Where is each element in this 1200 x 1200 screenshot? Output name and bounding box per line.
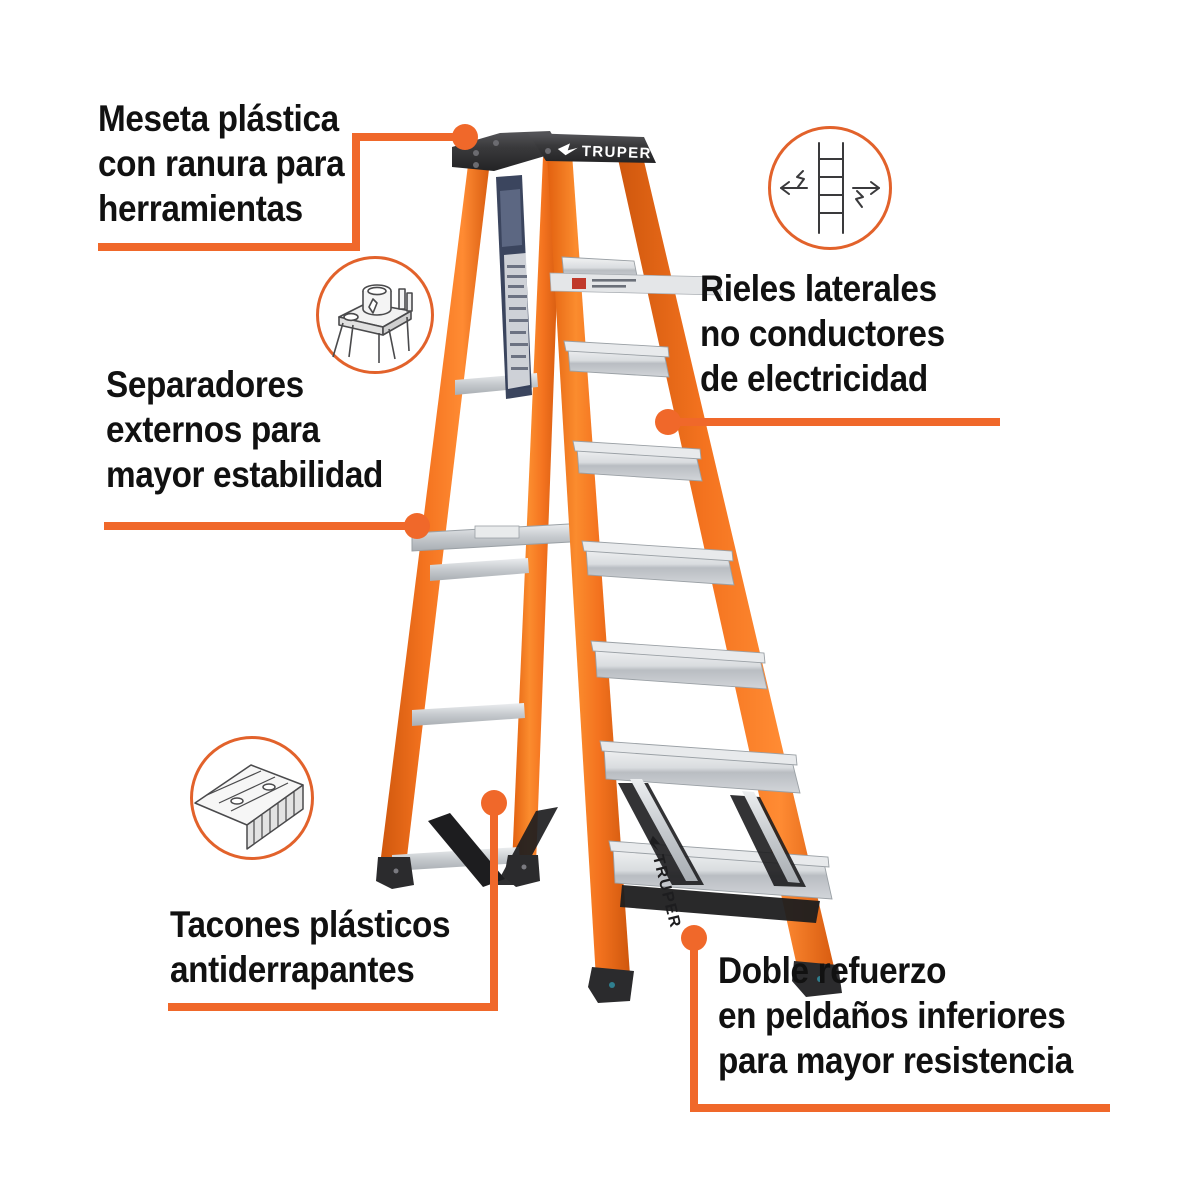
ladder-top-cap: TRUPER	[452, 131, 656, 171]
leader-dot-rieles	[655, 409, 681, 435]
leader-line-separadores-underline	[104, 522, 416, 530]
leader-line-tacones-riser	[490, 806, 498, 1007]
callout-separadores-text: Separadores externos para mayor estabili…	[106, 364, 384, 496]
ladder-back-rungs	[392, 373, 538, 871]
ladder-lightning-arrows-icon	[780, 142, 880, 234]
leader-dot-meseta	[452, 124, 478, 150]
ladder-step-reinforcement-metal	[630, 779, 800, 883]
ladder-back-legs	[380, 155, 562, 865]
anti-slip-icon-circle	[190, 736, 314, 860]
ladder-illustration: TRUPER	[300, 95, 900, 1055]
leader-line-rieles-underline	[665, 418, 1000, 426]
callout-rieles-text: Rieles laterales no conductores de elect…	[700, 268, 945, 400]
ribbed-non-slip-tread-icon	[194, 764, 304, 850]
ladder-external-spreader	[411, 522, 589, 552]
leader-line-meseta-underline	[98, 243, 360, 251]
leader-line-meseta-horizontal	[352, 133, 462, 141]
leader-dot-separadores	[404, 513, 430, 539]
leader-dot-tacones	[481, 790, 507, 816]
leader-line-tacones-underline	[168, 1003, 498, 1011]
leader-line-refuerzo-underline	[690, 1104, 1110, 1112]
ladder-feet	[376, 855, 842, 1003]
tool-tray-icon	[332, 284, 413, 363]
leader-line-meseta-riser	[352, 133, 360, 251]
tool-tray-icon-circle	[316, 256, 434, 374]
ladder-top-brand-text: TRUPER	[581, 143, 652, 162]
non-conductive-icon-circle	[768, 126, 892, 250]
callout-refuerzo-text: Doble refuerzo en peldaños inferiores pa…	[718, 950, 1073, 1082]
callout-tacones-text: Tacones plásticos antiderrapantes	[170, 904, 451, 991]
callout-meseta-text: Meseta plástica con ranura para herramie…	[98, 98, 345, 230]
ladder-warning-labels	[496, 175, 722, 399]
leader-line-refuerzo-riser	[690, 938, 698, 1112]
